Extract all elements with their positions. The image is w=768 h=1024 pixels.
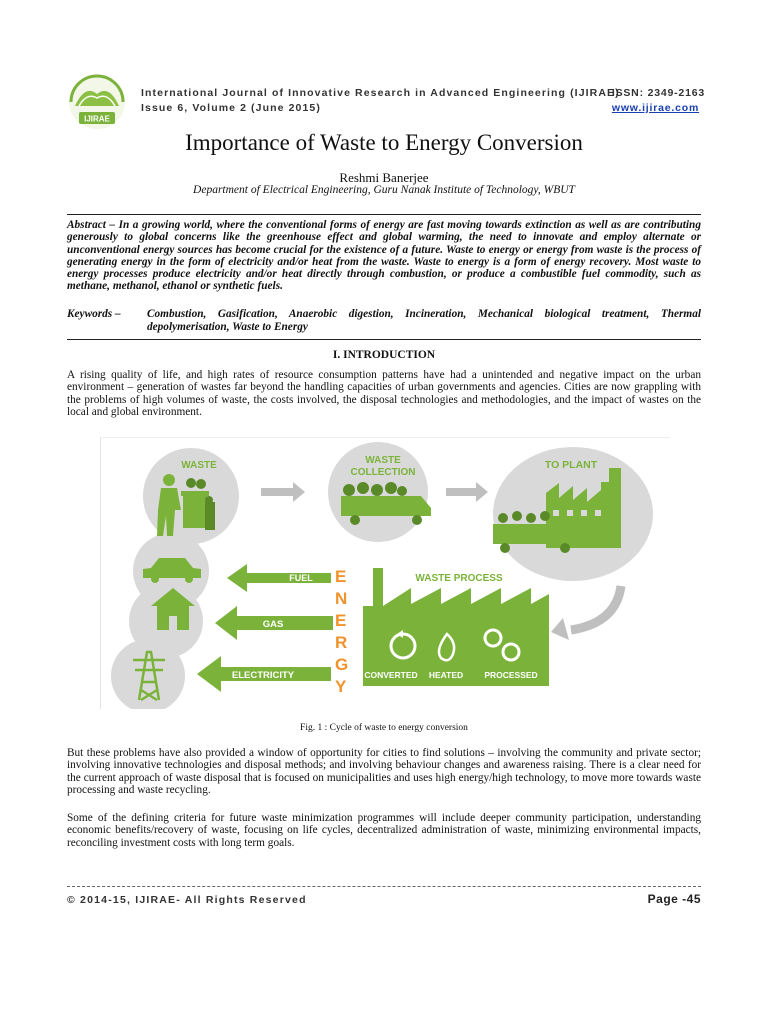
gas-label: GAS bbox=[263, 619, 284, 630]
energy-letter-1: E bbox=[335, 567, 346, 586]
journal-info: International Journal of Innovative Rese… bbox=[141, 86, 620, 116]
energy-letter-4: R bbox=[335, 633, 347, 652]
copyright: © 2014-15, IJIRAE- All Rights Reserved bbox=[67, 894, 307, 906]
energy-letter-3: E bbox=[335, 611, 346, 630]
abstract: Abstract – In a growing world, where the… bbox=[67, 219, 701, 293]
issn-block: ISSN: 2349-2163 www.ijirae.com bbox=[612, 86, 705, 116]
processed-label: PROCESSED bbox=[484, 670, 537, 680]
flame-icon bbox=[437, 632, 456, 662]
electricity-label: ELECTRICITY bbox=[232, 670, 295, 681]
energy-letter-2: N bbox=[335, 589, 347, 608]
power-tower-icon bbox=[133, 650, 165, 702]
energy-vertical-word: E N E R G Y bbox=[335, 567, 348, 696]
paper-title: Importance of Waste to Energy Conversion bbox=[185, 130, 583, 155]
top-rule bbox=[67, 214, 701, 215]
heated-label: HEATED bbox=[429, 670, 463, 680]
bottom-rule bbox=[67, 339, 701, 340]
energy-letter-6: Y bbox=[335, 677, 347, 696]
house-icon bbox=[151, 588, 195, 630]
gas-arrow bbox=[215, 606, 333, 640]
fuel-arrow bbox=[227, 564, 331, 592]
collection-label-2: COLLECTION bbox=[351, 467, 416, 478]
intro-paragraph-3: Some of the defining criteria for future… bbox=[67, 812, 701, 849]
electricity-arrow bbox=[197, 656, 331, 692]
waste-label: WASTE bbox=[181, 460, 217, 471]
fuel-label: FUEL bbox=[289, 573, 313, 583]
gear-icon-2 bbox=[501, 642, 521, 662]
journal-header: IJIRAE International Journal of Innovati… bbox=[65, 70, 705, 130]
plant-truck-icon bbox=[493, 511, 577, 553]
journal-website-link[interactable]: www.ijirae.com bbox=[611, 102, 700, 114]
collection-label-1: WASTE bbox=[365, 455, 401, 466]
figure-waste-cycle: WASTE WASTE COLLECTION TO PLANT bbox=[100, 437, 670, 713]
intro-paragraph-1: A rising quality of life, and high rates… bbox=[67, 369, 701, 418]
journal-issue: Issue 6, Volume 2 (June 2015) bbox=[141, 102, 321, 114]
waste-cycle-diagram: WASTE WASTE COLLECTION TO PLANT bbox=[111, 442, 653, 713]
arrow-collection-to-plant bbox=[446, 482, 488, 502]
waste-process-factory: WASTE PROCESS CONVERTED HEATED PROCESSED bbox=[363, 568, 549, 686]
person-bin-icon bbox=[157, 474, 215, 536]
converted-label: CONVERTED bbox=[364, 670, 417, 680]
page-number: Page -45 bbox=[647, 892, 701, 906]
arrow-plant-to-process bbox=[570, 585, 626, 635]
author-affiliation: Department of Electrical Engineering, Gu… bbox=[193, 184, 575, 196]
gear-icon-1 bbox=[483, 628, 503, 648]
car-icon bbox=[143, 558, 201, 583]
section-heading: I. INTRODUCTION bbox=[332, 349, 436, 361]
logo-text: IJIRAE bbox=[84, 115, 110, 124]
journal-name: International Journal of Innovative Rese… bbox=[141, 87, 620, 99]
footer-rule bbox=[67, 886, 701, 887]
keywords-text: Combustion, Gasification, Anaerobic dige… bbox=[147, 308, 701, 333]
to-plant-label: TO PLANT bbox=[545, 459, 598, 471]
figure-caption: Fig. 1 : Cycle of waste to energy conver… bbox=[300, 723, 468, 733]
issn: ISSN: 2349-2163 bbox=[611, 87, 705, 99]
keywords-label: Keywords – bbox=[67, 308, 121, 320]
journal-logo: IJIRAE bbox=[69, 74, 125, 129]
tower-circle bbox=[111, 639, 185, 713]
author-name: Reshmi Banerjee bbox=[339, 170, 429, 185]
arrow-waste-to-collection bbox=[261, 482, 305, 502]
waste-process-label: WASTE PROCESS bbox=[415, 573, 503, 584]
intro-paragraph-2: But these problems have also provided a … bbox=[67, 747, 701, 796]
collection-truck-icon bbox=[341, 482, 431, 525]
energy-letter-5: G bbox=[335, 655, 348, 674]
